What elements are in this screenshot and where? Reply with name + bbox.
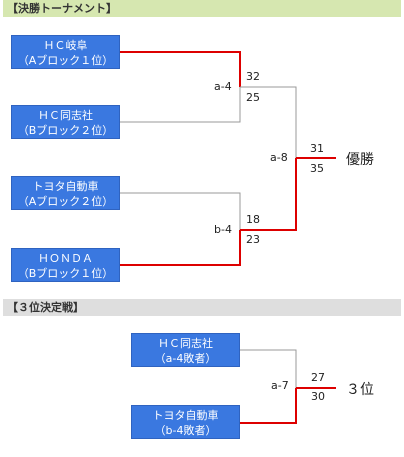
score-b4-top: 18 (246, 213, 260, 226)
score-a8-top: 31 (310, 142, 324, 155)
line-honda (120, 230, 241, 266)
team-hc-doshisha: ＨＣ同志社 （Bブロック２位） (11, 105, 120, 139)
team-seed: （Bブロック１位） (17, 267, 114, 280)
score-a4-bottom: 25 (246, 91, 260, 104)
champion-label: 優勝 (346, 152, 374, 168)
team-seed: （Aブロック２位） (17, 195, 114, 208)
team-name: ＨＣ岐阜 (43, 39, 88, 52)
line-3rd-doshisha (240, 349, 297, 388)
team-name: トヨタ自動車 (152, 409, 219, 422)
match-id-a8: a-8 (270, 151, 288, 164)
line-toyota (120, 192, 241, 230)
match-id-a7: a-7 (271, 379, 289, 392)
team-seed: （a-4敗者） (154, 352, 217, 365)
line-a4-winner (240, 86, 297, 158)
team-name: ＨＣ同志社 (38, 109, 93, 122)
team-hc-gifu: ＨＣ岐阜 （Aブロック１位） (11, 35, 120, 69)
third-place-section-header: 【３位決定戦】 (3, 299, 401, 316)
bracket-section-header: 【決勝トーナメント】 (3, 0, 401, 17)
line-hc-gifu (120, 51, 241, 87)
team-toyota: トヨタ自動車 （Aブロック２位） (11, 176, 120, 210)
score-b4-bottom: 23 (246, 233, 260, 246)
team-3rd-hc-doshisha: ＨＣ同志社 （a-4敗者） (131, 333, 240, 367)
team-3rd-toyota: トヨタ自動車 （b-4敗者） (131, 405, 240, 439)
team-name: トヨタ自動車 (32, 180, 99, 193)
team-name: ＨＣ同志社 (158, 337, 213, 350)
match-id-b4: b-4 (214, 223, 232, 236)
team-name: ＨＯＮＤＡ (38, 252, 93, 265)
third-place-label: ３位 (346, 382, 374, 398)
score-a8-bottom: 35 (310, 162, 324, 175)
line-b4-winner (240, 158, 297, 231)
team-seed: （Aブロック１位） (17, 54, 114, 67)
score-a7-top: 27 (311, 371, 325, 384)
team-honda: ＨＯＮＤＡ （Bブロック１位） (11, 248, 120, 282)
match-id-a4: a-4 (214, 80, 232, 93)
team-seed: （b-4敗者） (154, 424, 217, 437)
team-seed: （Bブロック２位） (17, 124, 114, 137)
score-a7-bottom: 30 (311, 390, 325, 403)
line-3rd-toyota (240, 388, 297, 424)
score-a4-top: 32 (246, 70, 260, 83)
line-hc-doshisha (120, 87, 241, 123)
